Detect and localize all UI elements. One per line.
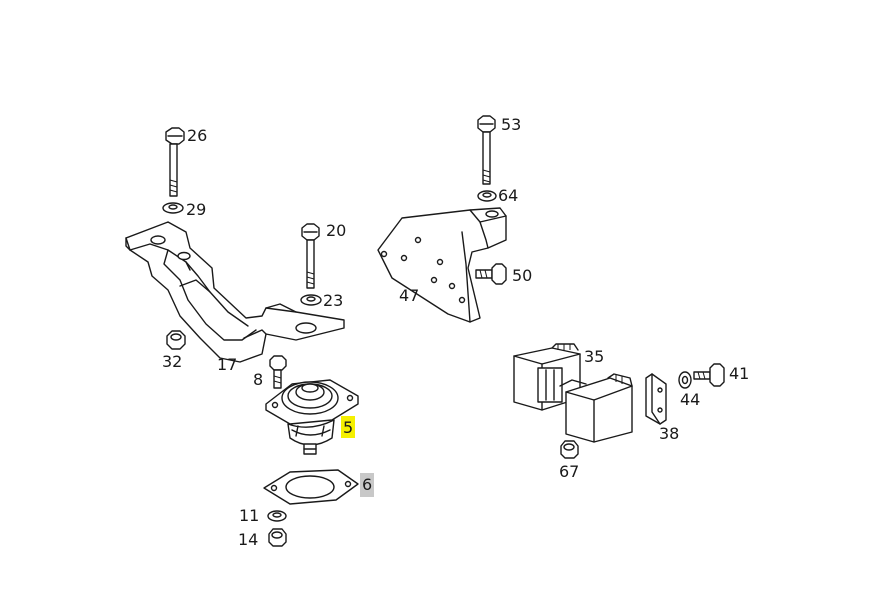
bracket-47[interactable]: [377, 207, 507, 323]
callout-17[interactable]: 17: [217, 355, 237, 374]
callout-44[interactable]: 44: [680, 390, 700, 409]
callout-32[interactable]: 32: [162, 352, 182, 371]
washer-29[interactable]: [162, 202, 184, 214]
engine-mount-5[interactable]: [265, 379, 359, 455]
callout-53[interactable]: 53: [501, 115, 521, 134]
nut-67[interactable]: [560, 440, 579, 459]
bolt-8[interactable]: [269, 355, 287, 389]
nut-32[interactable]: [166, 330, 186, 350]
callout-14[interactable]: 14: [238, 530, 258, 549]
callout-23[interactable]: 23: [323, 291, 343, 310]
callout-47[interactable]: 47: [399, 286, 419, 305]
bolt-41[interactable]: [693, 363, 725, 387]
bracket-38[interactable]: [645, 373, 667, 425]
relay-secondary[interactable]: [559, 373, 633, 443]
bolt-53[interactable]: [477, 115, 496, 185]
callout-67[interactable]: 67: [559, 462, 579, 481]
crossmember-17[interactable]: [125, 221, 345, 363]
callout-11[interactable]: 11: [239, 506, 259, 525]
callout-6[interactable]: 6: [362, 475, 372, 494]
callout-64[interactable]: 64: [498, 186, 518, 205]
bolt-26[interactable]: [165, 127, 185, 197]
callout-29[interactable]: 29: [186, 200, 206, 219]
callout-26[interactable]: 26: [187, 126, 207, 145]
washer-23[interactable]: [300, 294, 322, 306]
callout-8[interactable]: 8: [253, 370, 263, 389]
callout-6-highlight: [360, 473, 374, 497]
callout-5-highlight: [341, 416, 355, 438]
washer-64[interactable]: [477, 190, 497, 202]
callout-41[interactable]: 41: [729, 364, 749, 383]
bolt-50[interactable]: [475, 263, 507, 285]
bolt-20[interactable]: [301, 223, 320, 289]
callout-50[interactable]: 50: [512, 266, 532, 285]
washer-11[interactable]: [267, 510, 287, 522]
gasket-6[interactable]: [263, 469, 359, 505]
nut-14[interactable]: [268, 528, 287, 547]
relay-35[interactable]: [513, 343, 581, 411]
callout-35[interactable]: 35: [584, 347, 604, 366]
callout-38[interactable]: 38: [659, 424, 679, 443]
callout-5[interactable]: 5: [343, 418, 353, 437]
callout-20[interactable]: 20: [326, 221, 346, 240]
washer-44[interactable]: [678, 371, 692, 389]
